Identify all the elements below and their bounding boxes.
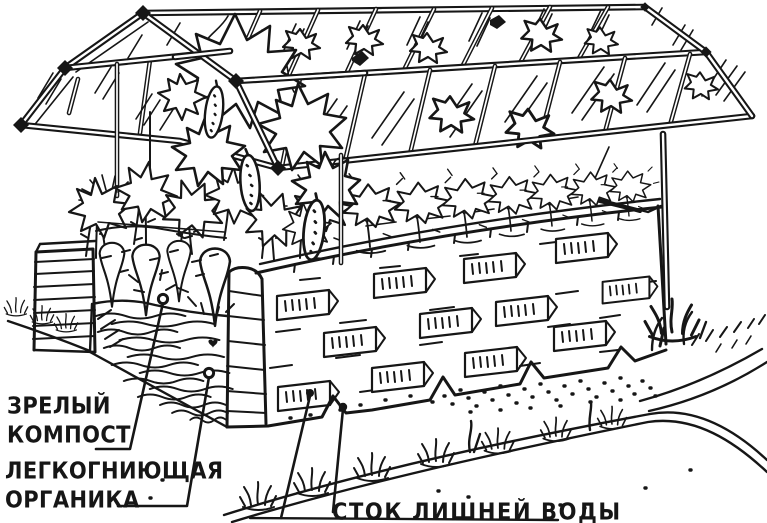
compost-bin-cutaway	[32, 221, 235, 429]
drain-dot-2	[338, 402, 348, 412]
roof-crown-band	[139, 3, 663, 82]
callout-leaders	[94, 292, 348, 520]
organics-callout-dot	[202, 366, 216, 380]
ground-and-drain	[3, 297, 767, 523]
label-excess-water-drain: СТОК ЛИШНЕЙ ВОДЫ	[332, 498, 622, 523]
compost-callout-dot	[156, 292, 170, 306]
label-mature-compost: ЗРЕЛЫЙ КОМПОСТ	[7, 392, 131, 449]
drain-dot-1	[306, 389, 314, 397]
front-wall	[225, 152, 668, 429]
corner-post	[659, 130, 671, 311]
label-rotting-organics: ЛЕГКОГНИЮЩАЯ ОРГАНИКА	[5, 457, 224, 514]
